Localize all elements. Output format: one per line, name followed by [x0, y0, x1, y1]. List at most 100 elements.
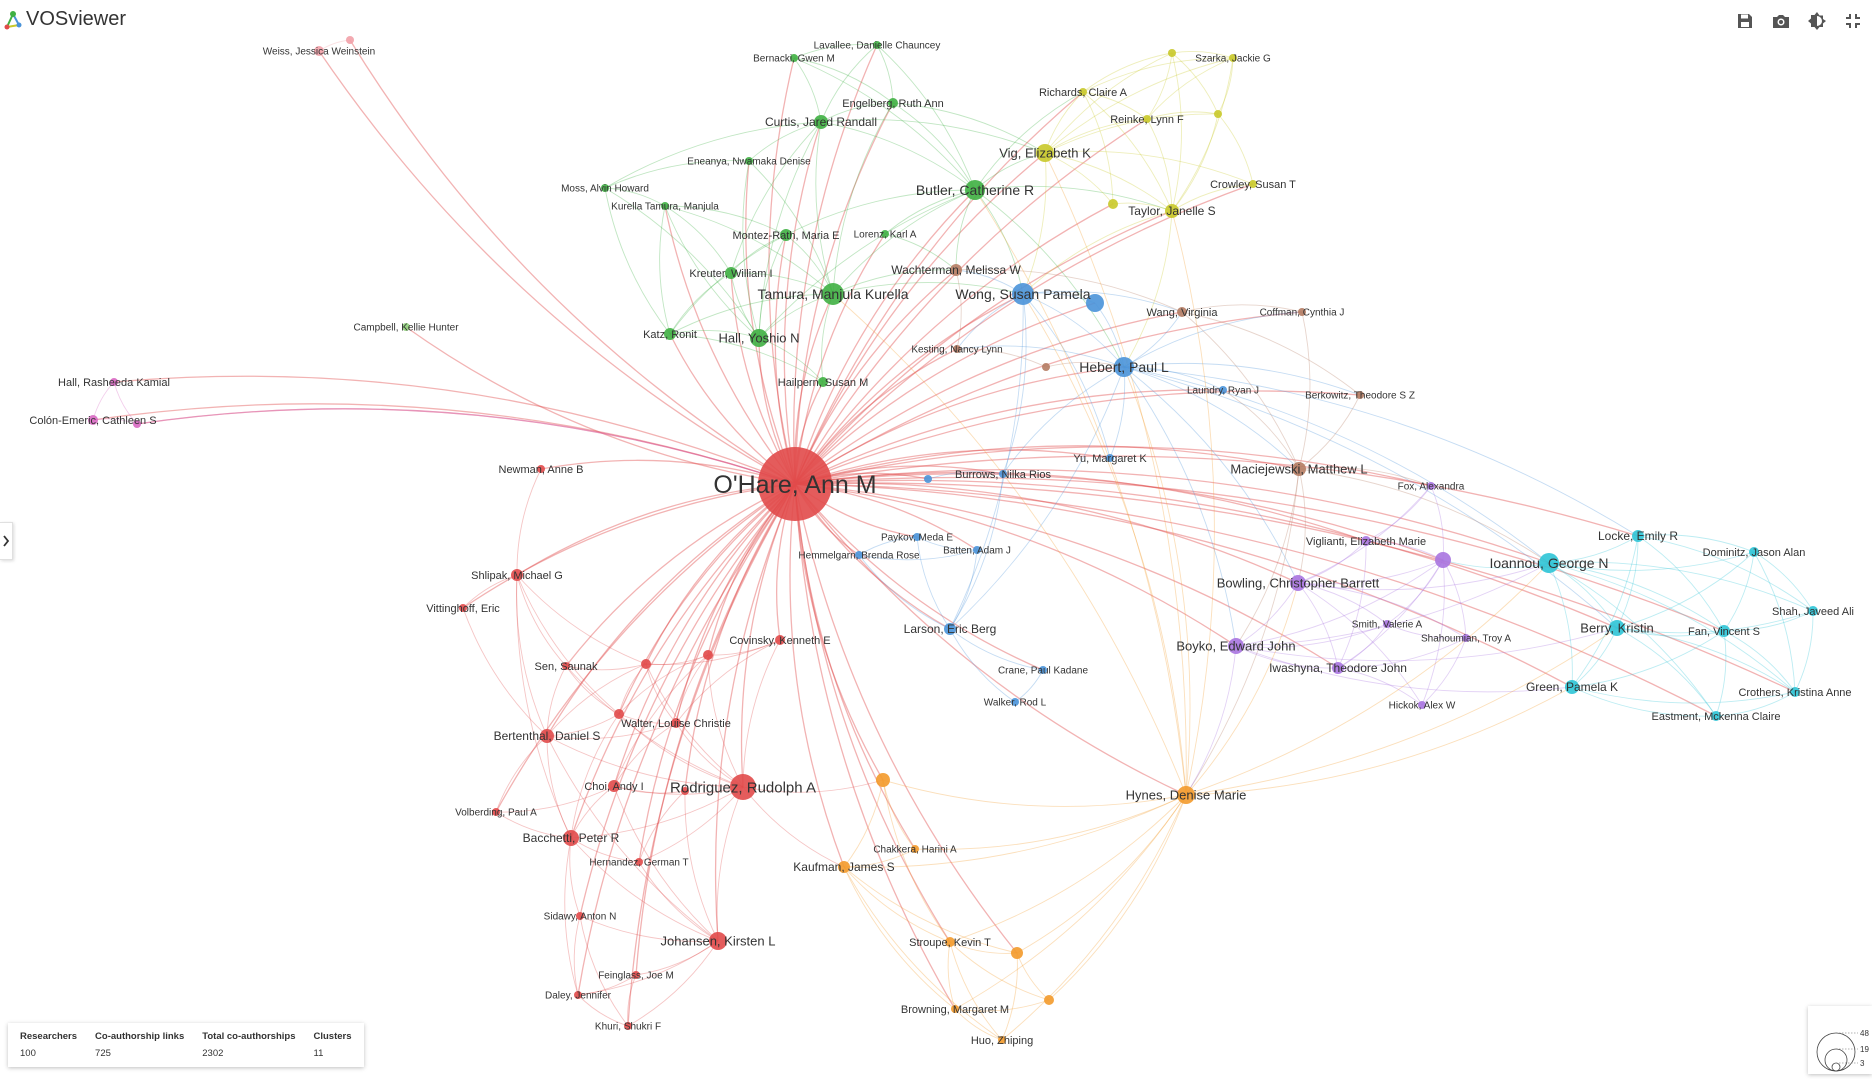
researcher-node[interactable] [1790, 687, 1800, 697]
researcher-node[interactable] [814, 115, 828, 129]
researcher-node[interactable] [540, 729, 554, 743]
researcher-node[interactable] [818, 377, 828, 387]
researcher-node[interactable] [1011, 698, 1019, 706]
researcher-node[interactable] [1012, 283, 1034, 305]
researcher-label[interactable]: Taylor, Janelle S [1128, 204, 1215, 218]
researcher-node[interactable] [1228, 638, 1244, 654]
researcher-node[interactable] [730, 774, 756, 800]
researcher-label[interactable]: Hailpern, Susan M [778, 377, 869, 389]
researcher-label[interactable]: Curtis, Jared Randall [765, 115, 877, 129]
researcher-node[interactable] [1086, 294, 1104, 312]
researcher-node[interactable] [951, 1005, 959, 1013]
researcher-node[interactable] [750, 329, 768, 347]
researcher-node[interactable] [913, 533, 921, 541]
researcher-label[interactable]: Walker, Rod L [984, 698, 1047, 709]
researcher-label[interactable]: Sen, Saunak [535, 661, 598, 673]
researcher-node[interactable] [911, 845, 919, 853]
researcher-label[interactable]: Stroupe, Kevin T [909, 937, 991, 949]
researcher-label[interactable]: Kesting, Nancy Lynn [911, 345, 1002, 356]
researcher-node[interactable] [725, 267, 737, 279]
researcher-label[interactable]: Laundry, Ryan J [1187, 386, 1259, 397]
researcher-label[interactable]: Green, Pamela K [1526, 680, 1618, 694]
researcher-node[interactable] [1609, 620, 1625, 636]
researcher-label[interactable]: Larson, Eric Berg [904, 622, 997, 636]
researcher-node[interactable] [1106, 454, 1114, 462]
researcher-label[interactable]: Feinglass, Joe M [598, 971, 674, 982]
researcher-label[interactable]: Crothers, Kristina Anne [1738, 687, 1851, 699]
researcher-node[interactable] [1292, 462, 1306, 476]
researcher-node[interactable] [1168, 49, 1176, 57]
researcher-node[interactable] [1249, 180, 1257, 188]
researcher-label[interactable]: Viglianti, Elizabeth Marie [1306, 536, 1426, 548]
researcher-label[interactable]: Walter, Louise Christie [621, 718, 731, 730]
researcher-label[interactable]: Johansen, Kirsten L [661, 934, 776, 949]
researcher-node[interactable] [1565, 680, 1579, 694]
researcher-node[interactable] [709, 932, 727, 950]
researcher-node[interactable] [1177, 786, 1195, 804]
researcher-node[interactable] [745, 157, 753, 165]
researcher-label[interactable]: Choi, Andy I [584, 781, 643, 793]
researcher-node[interactable] [1711, 711, 1721, 721]
researcher-label[interactable]: Hynes, Denise Marie [1126, 788, 1247, 803]
researcher-node[interactable] [492, 808, 500, 816]
researcher-label[interactable]: Weiss, Jessica Weinstein [263, 47, 375, 58]
researcher-node[interactable] [780, 229, 792, 241]
researcher-node[interactable] [88, 415, 98, 425]
researcher-label[interactable]: Shah, Javeed Ali [1772, 606, 1854, 618]
researcher-label[interactable]: Khuri, Shukri F [595, 1022, 661, 1033]
researcher-label[interactable]: Eastment, Mckenna Claire [1652, 711, 1781, 723]
screenshot-button[interactable] [1770, 10, 1792, 32]
researcher-node[interactable] [1749, 547, 1759, 557]
researcher-node[interactable] [562, 662, 570, 670]
researcher-node[interactable] [563, 830, 579, 846]
researcher-label[interactable]: Yu, Margaret K [1073, 453, 1147, 465]
researcher-node[interactable] [881, 230, 889, 238]
researcher-node[interactable] [1539, 553, 1559, 573]
researcher-label[interactable]: Katz, Ronit [643, 329, 697, 341]
researcher-node[interactable] [873, 41, 881, 49]
researcher-node[interactable] [661, 202, 669, 210]
researcher-label[interactable]: Vittinghoff, Eric [426, 603, 500, 615]
researcher-node[interactable] [1632, 530, 1644, 542]
researcher-node[interactable] [953, 345, 961, 353]
researcher-label[interactable]: Reinke, Lynn F [1110, 114, 1184, 126]
researcher-node[interactable] [537, 465, 545, 473]
researcher-label[interactable]: Szarka, Jackie G [1195, 54, 1271, 65]
researcher-node[interactable] [314, 46, 324, 56]
researcher-label[interactable]: Vig, Elizabeth K [999, 146, 1091, 161]
researcher-label[interactable]: Lorenz, Karl A [854, 230, 917, 241]
researcher-label[interactable]: Browning, Margaret M [901, 1004, 1009, 1016]
dark-mode-button[interactable] [1806, 10, 1828, 32]
researcher-node[interactable] [1039, 666, 1047, 674]
researcher-node[interactable] [608, 780, 620, 792]
researcher-node[interactable] [1418, 701, 1426, 709]
researcher-label[interactable]: Wachterman, Melissa W [891, 263, 1021, 277]
researcher-node[interactable] [346, 36, 354, 44]
save-button[interactable] [1734, 10, 1756, 32]
researcher-label[interactable]: Colón-Emeric, Cathleen S [29, 415, 156, 427]
researcher-node[interactable] [1214, 110, 1222, 118]
researcher-node[interactable] [1143, 115, 1151, 123]
exit-fullscreen-button[interactable] [1842, 10, 1864, 32]
researcher-label[interactable]: Daley, Jennifer [545, 991, 612, 1002]
researcher-node[interactable] [1427, 482, 1435, 490]
researcher-node[interactable] [641, 659, 651, 669]
researcher-label[interactable]: Campbell, Kellie Hunter [353, 323, 459, 334]
researcher-label[interactable]: Crane, Paul Kadane [998, 666, 1089, 677]
researcher-label[interactable]: Iwashyna, Theodore John [1269, 661, 1407, 675]
researcher-label[interactable]: Covinsky, Kenneth E [729, 635, 830, 647]
researcher-node[interactable] [1298, 308, 1306, 316]
researcher-node[interactable] [1361, 536, 1371, 546]
side-panel-toggle[interactable] [0, 522, 13, 560]
researcher-node[interactable] [790, 54, 798, 62]
researcher-label[interactable]: Shlipak, Michael G [471, 570, 563, 582]
researcher-node[interactable] [838, 861, 850, 873]
researcher-node[interactable] [973, 546, 981, 554]
researcher-node[interactable] [1435, 552, 1451, 568]
researcher-node[interactable] [775, 635, 785, 645]
researcher-label[interactable]: Fox, Alexandra [1398, 482, 1465, 493]
researcher-node[interactable] [459, 604, 467, 612]
researcher-label[interactable]: Tamura, Manjula Kurella [758, 286, 909, 302]
researcher-node[interactable] [1165, 204, 1179, 218]
researcher-node[interactable] [1042, 363, 1050, 371]
